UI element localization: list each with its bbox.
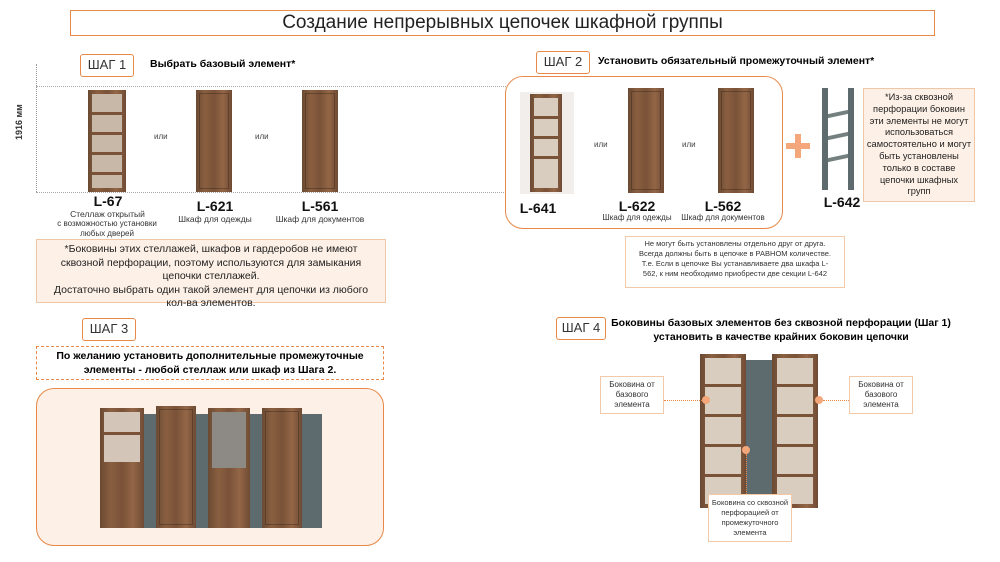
marker-right-dot <box>815 396 823 404</box>
step3-heading: По желанию установить дополнительные про… <box>36 346 384 380</box>
code-l642: L-642 <box>823 194 861 210</box>
or-label: или <box>154 132 168 141</box>
step2-side-note: *Из-за сквозной перфорации боковин эти э… <box>863 88 975 202</box>
step1-badge: ШАГ 1 <box>80 54 134 77</box>
desc-l622: Шкаф для одежды <box>602 213 672 222</box>
code-l621: L-621 <box>196 198 234 214</box>
connector-left <box>664 400 702 401</box>
desc-l621: Шкаф для одежды <box>178 214 252 224</box>
left-side-label: Боковина от базового элемента <box>600 376 664 414</box>
or-label: или <box>594 140 608 149</box>
step2-badge: ШАГ 2 <box>536 51 590 74</box>
right-side-label: Боковина от базового элемента <box>849 376 913 414</box>
code-l67: L-67 <box>93 193 123 209</box>
wardrobe-l622-image <box>628 88 664 193</box>
desc2-l67: с возможностью установки любых дверей <box>57 219 157 238</box>
wardrobe-l621-image <box>196 90 232 192</box>
code-l622: L-622 <box>618 198 656 214</box>
step3-furniture-chain-image <box>100 404 322 528</box>
step3-badge: ШАГ 3 <box>82 318 136 341</box>
step2-frame <box>505 76 783 229</box>
code-l561: L-561 <box>301 198 339 214</box>
step2-heading: Установить обязательный промежуточный эл… <box>598 55 875 67</box>
page-title: Создание непрерывных цепочек шкафной гру… <box>70 10 935 36</box>
step1-note: *Боковины этих стеллажей, шкафов и гарде… <box>36 239 386 309</box>
marker-middle-dot <box>742 446 750 454</box>
height-label: 1916 мм <box>14 104 24 140</box>
desc-l561: Шкаф для документов <box>275 214 365 224</box>
shelf-l641-image <box>520 92 574 194</box>
marker-left-dot <box>702 396 710 404</box>
or-label: или <box>255 132 269 141</box>
middle-side-label: Боковина со сквозной перфорацией от пром… <box>708 494 792 542</box>
cabinet-l562-image <box>718 88 754 193</box>
top-dotted-guide <box>36 86 506 87</box>
or-label: или <box>682 140 696 149</box>
desc-l562: Шкаф для документов <box>681 213 765 222</box>
bottom-dotted-guide <box>36 192 506 193</box>
code-l641: L-641 <box>519 200 557 216</box>
shelf-l67-image <box>88 90 126 192</box>
step4-badge: ШАГ 4 <box>556 317 606 340</box>
plus-icon <box>786 134 810 158</box>
height-dimension-line <box>36 64 37 192</box>
desc-l67: Стеллаж открытый <box>70 209 145 219</box>
step2-bottom-note: Не могут быть установлены отдельно друг … <box>625 236 845 288</box>
connector-right <box>823 400 849 401</box>
step4-furniture-chain-image <box>700 354 820 508</box>
cabinet-l561-image <box>302 90 338 192</box>
step1-heading: Выбрать базовый элемент* <box>150 58 296 70</box>
code-l562: L-562 <box>704 198 742 214</box>
step4-heading: Боковины базовых элементов без сквозной … <box>611 317 951 343</box>
section-l642-image <box>822 88 854 190</box>
connector-middle <box>746 454 747 494</box>
